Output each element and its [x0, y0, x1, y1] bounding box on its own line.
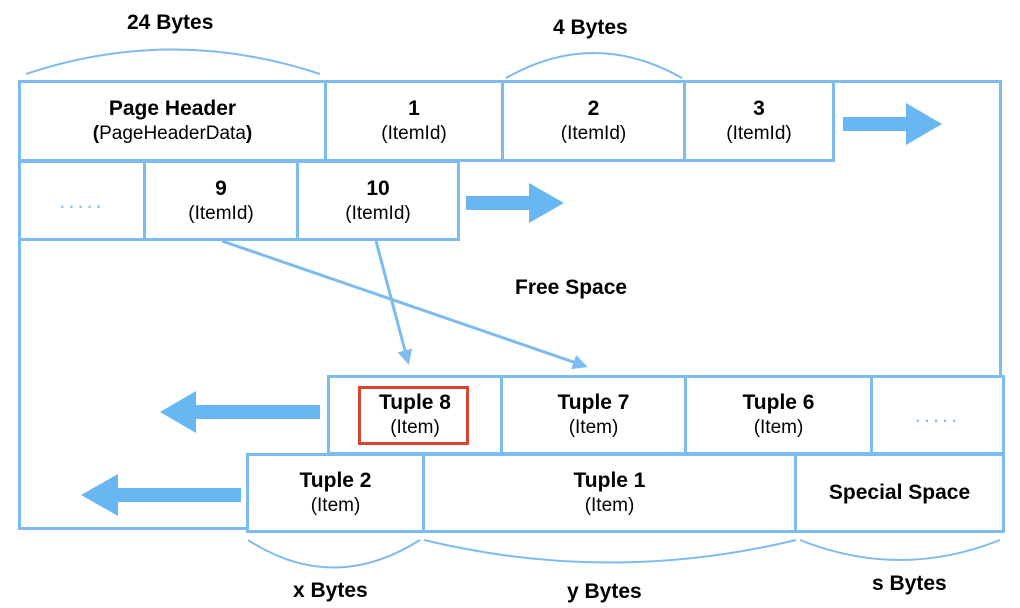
itemid-label: (ItemId) [560, 123, 627, 145]
itemid-cell-3: 3 (ItemId) [683, 80, 835, 162]
itemid-number: 3 [753, 97, 765, 120]
itemid9-to-tuple7-pointer [221, 239, 588, 370]
tuple-label: (Item) [753, 417, 804, 439]
itemid-number: 2 [587, 97, 600, 120]
itemid-label: (ItemId) [726, 123, 792, 145]
itemid-cell-9: 9 (ItemId) [143, 160, 299, 241]
special-space-label: Special Space [828, 480, 971, 504]
itemid-number: 9 [215, 176, 227, 200]
tuple-name: Tuple 6 [742, 391, 815, 414]
s-size-label: s Bytes [872, 572, 947, 595]
itemid-number: 1 [408, 97, 420, 120]
y-size-label: y Bytes [567, 580, 642, 603]
tuple-name: Tuple 8 [379, 391, 451, 414]
tuple-cell-6: Tuple 6 (Item) [684, 375, 873, 455]
tuple-8-highlight [358, 386, 469, 445]
y-size-brace [423, 539, 797, 564]
tuple-name: Tuple 7 [557, 391, 630, 414]
tuple-name: Tuple 1 [573, 469, 646, 492]
itemid-ellipsis-cell: ..... [18, 160, 146, 241]
ellipsis: ..... [59, 187, 105, 213]
special-space-cell: Special Space [794, 453, 1005, 533]
itemid10-to-tuple8-pointer [374, 240, 413, 365]
right-arrow-icon [466, 183, 564, 223]
tuple-label: (Item) [390, 417, 440, 439]
itemid-label: (ItemId) [345, 202, 411, 224]
ellipsis: ..... [914, 402, 961, 428]
itemid-label: (ItemId) [188, 202, 254, 224]
tuple-label: (Item) [584, 495, 635, 517]
tuple-name: Tuple 2 [299, 469, 372, 492]
itemid-cell-10: 10 (ItemId) [296, 160, 460, 241]
right-arrow-icon [843, 103, 942, 145]
itemid-number: 10 [366, 176, 390, 200]
tuple-cell-1: Tuple 1 (Item) [422, 453, 797, 533]
itemid-size-brace [505, 52, 683, 79]
itemid-cell-2: 2 (ItemId) [501, 80, 686, 162]
tuple-cell-2: Tuple 2 (Item) [246, 453, 425, 533]
itemid-label: (ItemId) [381, 123, 447, 145]
header-size-brace [25, 48, 321, 75]
free-space-label: Free Space [515, 276, 628, 299]
itemid-size-label: 4 Bytes [553, 16, 628, 39]
x-size-label: x Bytes [293, 579, 368, 602]
s-size-brace [799, 539, 1001, 561]
tuple-label: (Item) [568, 417, 619, 439]
x-size-brace [247, 539, 421, 569]
header-size-label: 24 Bytes [127, 11, 214, 34]
page-header-subtitle: (PageHeaderData) [92, 123, 253, 145]
left-arrow-icon [160, 391, 320, 433]
page-header-title: Page Header [108, 97, 237, 120]
tuple-label: (Item) [310, 495, 361, 517]
left-arrow-icon [81, 474, 241, 516]
